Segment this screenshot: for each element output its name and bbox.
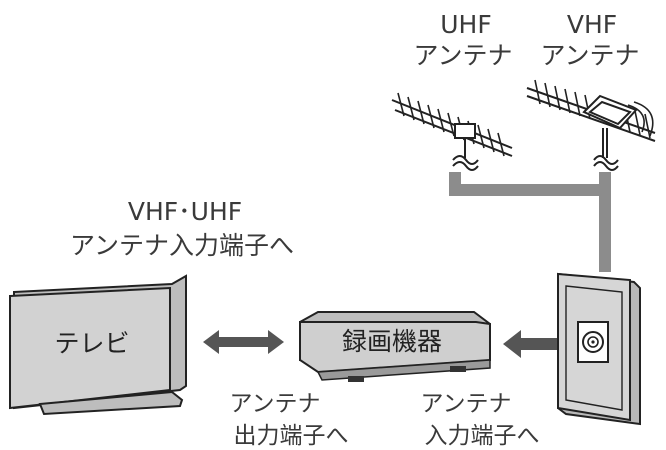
recorder-input-label-line2: 入力端子へ <box>425 423 540 449</box>
wall-to-recorder-arrow <box>503 330 576 358</box>
tv-antenna-input-label-line1: VHF･UHF <box>128 197 242 226</box>
recorder-icon: 録画機器 <box>299 311 491 382</box>
tv-label: テレビ <box>54 329 129 358</box>
uhf-antenna-label-line2: アンテナ <box>413 41 512 70</box>
recorder-output-label-line1: アンテナ <box>229 391 320 417</box>
recorder-output-label-line2: 出力端子へ <box>234 423 349 449</box>
recorder-label: 録画機器 <box>342 327 442 356</box>
wall-antenna-terminal-icon <box>557 272 641 426</box>
vhf-antenna-icon <box>526 79 656 171</box>
recorder-input-label-line1: アンテナ <box>420 391 511 417</box>
antenna-cable <box>449 172 611 272</box>
uhf-antenna-icon <box>391 92 513 171</box>
tv-antenna-input-label-line2: アンテナ入力端子へ <box>70 231 294 260</box>
tv-icon: テレビ <box>9 274 187 416</box>
tv-recorder-double-arrow <box>203 330 284 354</box>
vhf-antenna-label-line2: アンテナ <box>540 41 639 70</box>
vhf-antenna-label-line1: VHF <box>567 10 617 39</box>
uhf-antenna-label-line1: UHF <box>440 10 491 39</box>
